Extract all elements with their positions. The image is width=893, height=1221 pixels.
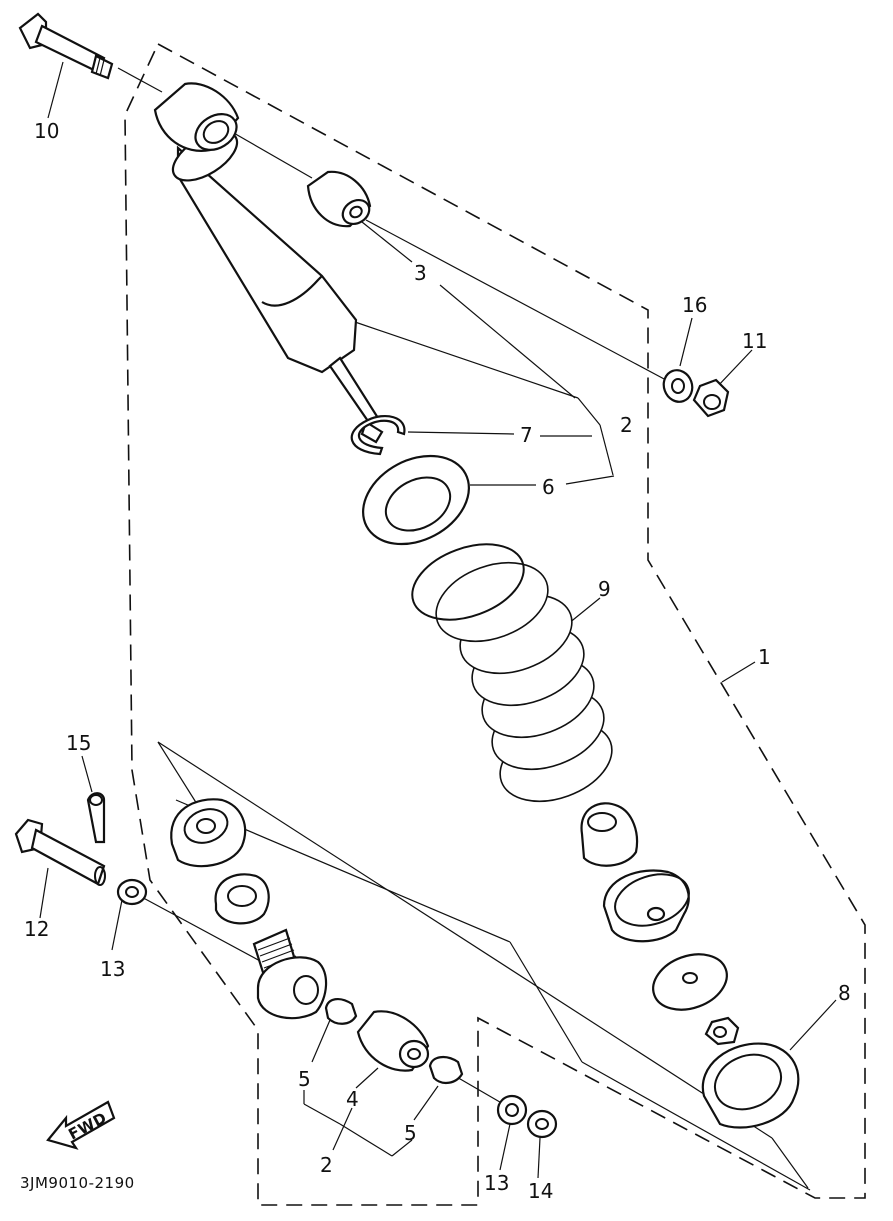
shock-body — [153, 82, 384, 444]
callout-13-right: 13 — [484, 1171, 509, 1195]
washer-right — [496, 1094, 528, 1126]
callout-8: 8 — [838, 981, 851, 1005]
callout-3: 3 — [414, 261, 427, 285]
bolt-bottom — [14, 818, 106, 886]
cotter-pin — [86, 792, 106, 844]
drawing-code: 3JM9010-2190 — [20, 1174, 135, 1192]
fwd-arrow-icon: FWD — [46, 1100, 116, 1150]
callout-15: 15 — [66, 731, 91, 755]
washer-left — [116, 878, 148, 906]
callout-13-left: 13 — [100, 957, 125, 981]
leader-lines — [39, 61, 837, 1191]
callout-9: 9 — [598, 577, 611, 601]
lock-ring — [214, 873, 270, 925]
nut-11 — [692, 378, 730, 418]
bump-stop — [580, 802, 639, 867]
lower-eye — [252, 928, 328, 1020]
lock-nut — [704, 1016, 740, 1046]
callout-2-bottom: 2 — [320, 1153, 333, 1177]
callout-12: 12 — [24, 917, 49, 941]
bushing-bottom — [356, 1010, 430, 1072]
spring-seat-top — [362, 454, 470, 546]
callout-16: 16 — [682, 293, 707, 317]
callout-10: 10 — [34, 119, 59, 143]
collar-right — [428, 1056, 464, 1084]
bushing-top — [306, 170, 372, 228]
collar-left — [324, 998, 358, 1025]
circlip — [350, 415, 406, 456]
washer-16 — [662, 369, 694, 403]
adjuster-collar — [170, 798, 247, 868]
callout-2-top: 2 — [620, 413, 633, 437]
coil-spring — [411, 543, 613, 803]
assembly-outline — [124, 42, 866, 1206]
lower-cup — [602, 869, 690, 943]
callout-6: 6 — [542, 475, 555, 499]
spring-seat-bottom — [701, 1042, 800, 1129]
spacer-disc — [652, 953, 728, 1011]
callout-labels: 10 3 16 11 2 7 6 9 1 15 12 13 8 5 4 5 2 … — [24, 119, 851, 1203]
callout-5-right: 5 — [404, 1121, 417, 1145]
callout-1: 1 — [758, 645, 771, 669]
washer-14 — [526, 1109, 558, 1139]
callout-7: 7 — [520, 423, 533, 447]
callout-11: 11 — [742, 329, 767, 353]
callout-14: 14 — [528, 1179, 553, 1203]
bolt-top — [18, 12, 114, 80]
callout-5-left: 5 — [298, 1067, 311, 1091]
callout-4: 4 — [346, 1087, 359, 1111]
